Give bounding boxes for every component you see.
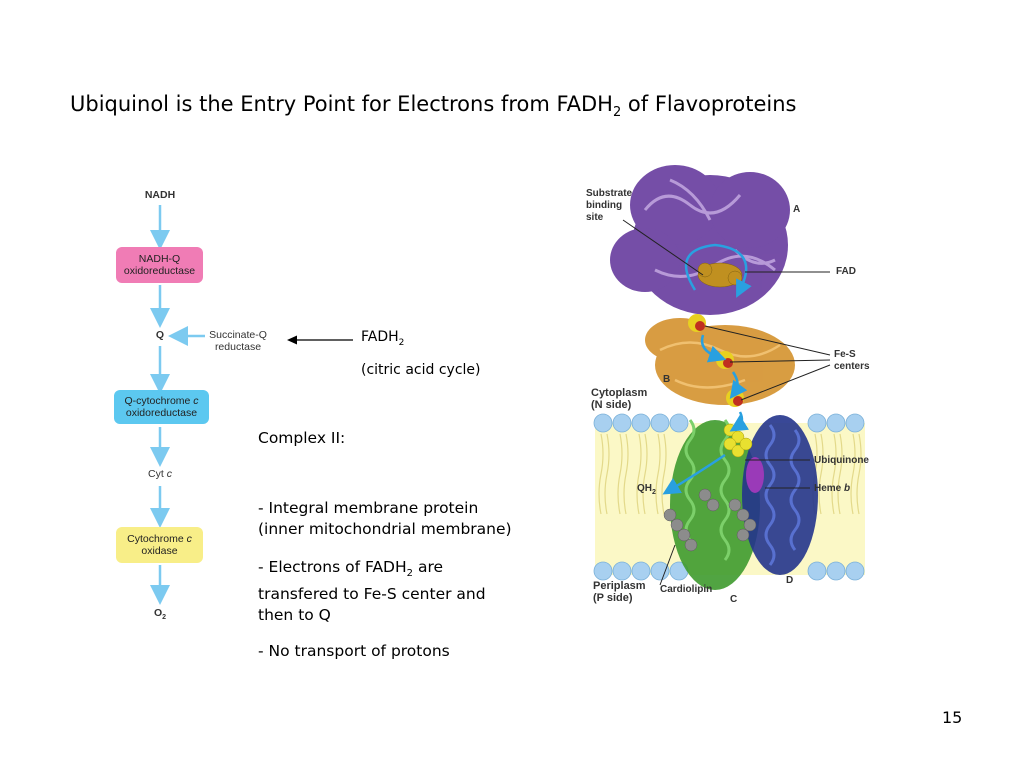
citric-acid-cycle-label: (citric acid cycle)	[361, 362, 481, 378]
fadh2-label: FADH2	[361, 329, 405, 348]
heme-b-label: Heme b	[814, 483, 851, 494]
o2-label: O2	[153, 607, 167, 622]
subunit-c-label: C	[730, 594, 738, 605]
subunit-d-label: D	[786, 575, 794, 586]
lipid-heads-top	[593, 413, 865, 433]
subunit-a	[610, 165, 790, 315]
electron-flow-arrows	[662, 243, 752, 495]
bullet-no-proton-transport: - No transport of protons	[258, 642, 450, 660]
qh2-label: QH2	[637, 483, 656, 496]
subunit-c-helices	[684, 419, 731, 561]
cardiolipin-spheres	[663, 488, 757, 552]
subunit-d-helices	[764, 424, 801, 566]
fadh2-pointer-arrow	[287, 335, 353, 345]
periplasm-p-side-label: Periplasm(P side)	[593, 580, 646, 604]
slide-title: Ubiquinol is the Entry Point for Electro…	[70, 92, 797, 121]
subunit-b-label: B	[663, 374, 671, 385]
fad-label: FAD	[836, 266, 856, 277]
page-number: 15	[942, 708, 963, 727]
chain-arrows	[150, 205, 205, 605]
bullet-integral-membrane: - Integral membrane protein (inner mitoc…	[258, 499, 512, 538]
complex2-structure-illustration	[593, 165, 865, 590]
ubiquinone-spheres	[723, 423, 753, 458]
ubiquinone-label: Ubiquinone	[814, 455, 869, 466]
cyt-c-label: Cyt c	[148, 468, 172, 480]
q-label: Q	[155, 329, 165, 341]
lipid-tails	[598, 433, 862, 515]
label-leader-lines	[622, 219, 831, 586]
lipid-heads-bottom	[593, 561, 865, 581]
bullet-electrons-fadh2: - Electrons of FADH2 are transfered to F…	[258, 558, 486, 625]
nadh-label: NADH	[144, 189, 176, 201]
cytoplasm-n-side-label: Cytoplasm(N side)	[591, 387, 648, 411]
heme-b	[746, 457, 764, 493]
fad-cofactor	[697, 262, 743, 288]
complex2-heading: Complex II:	[258, 429, 346, 447]
complex1-line1: NADH-Q	[138, 253, 181, 265]
subunit-a-label: A	[793, 204, 801, 215]
cardiolipin-label: Cardiolipin	[660, 584, 713, 595]
subunit-d	[742, 415, 818, 575]
complex1-line2: oxidoreductase	[123, 265, 196, 277]
